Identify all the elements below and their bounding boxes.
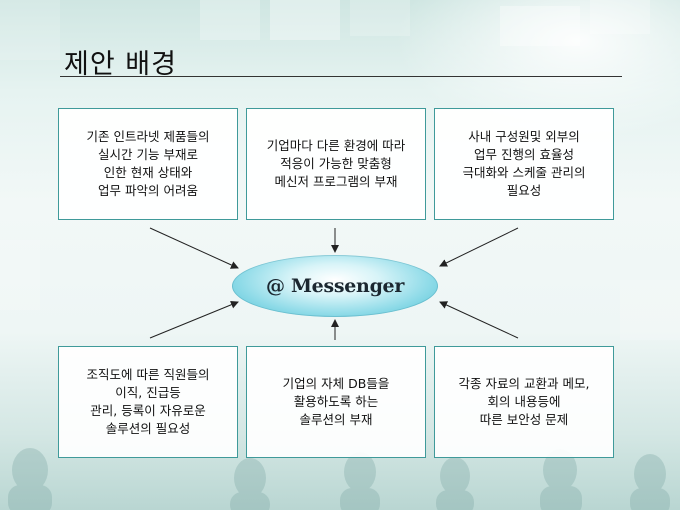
box-top-center: 기업마다 다른 환경에 따라 적응이 가능한 맞춤형 메신저 프로그램의 부재 <box>246 108 426 220</box>
box-top-left: 기존 인트라넷 제품들의 실시간 기능 부재로 인한 현재 상태와 업무 파악의… <box>58 108 238 220</box>
box-bottom-left: 조직도에 따른 직원들의 이직, 진급등 관리, 등록이 자유로운 솔루션의 필… <box>58 346 238 458</box>
page-title: 제안 배경 <box>64 49 177 80</box>
box-top-center-text: 기업마다 다른 환경에 따라 적응이 가능한 맞춤형 메신저 프로그램의 부재 <box>266 138 406 189</box>
arrow-bottom-left <box>149 300 239 339</box>
box-top-right-text: 사내 구성원및 외부의 업무 진행의 효율성 극대화와 스케줄 관리의 필요성 <box>462 129 586 198</box>
arrow-top-right <box>439 227 519 267</box>
messenger-label: @ Messenger <box>265 275 405 297</box>
box-bottom-center-text: 기업의 자체 DB들을 활용하도록 하는 솔루션의 부재 <box>282 376 390 427</box>
box-top-right: 사내 구성원및 외부의 업무 진행의 효율성 극대화와 스케줄 관리의 필요성 <box>434 108 614 220</box>
box-bottom-left-text: 조직도에 따른 직원들의 이직, 진급등 관리, 등록이 자유로운 솔루션의 필… <box>86 367 210 436</box>
box-top-left-text: 기존 인트라넷 제품들의 실시간 기능 부재로 인한 현재 상태와 업무 파악의… <box>86 129 210 198</box>
arrow-bottom-right <box>439 301 519 339</box>
arrow-top-left <box>149 227 239 269</box>
messenger-ellipse: @ Messenger <box>232 255 438 317</box>
box-bottom-right: 각종 자료의 교환과 메모, 회의 내용등에 따른 보안성 문제 <box>434 346 614 458</box>
box-bottom-right-text: 각종 자료의 교환과 메모, 회의 내용등에 따른 보안성 문제 <box>458 376 590 427</box>
box-bottom-center: 기업의 자체 DB들을 활용하도록 하는 솔루션의 부재 <box>246 346 426 458</box>
title-divider <box>60 76 622 77</box>
